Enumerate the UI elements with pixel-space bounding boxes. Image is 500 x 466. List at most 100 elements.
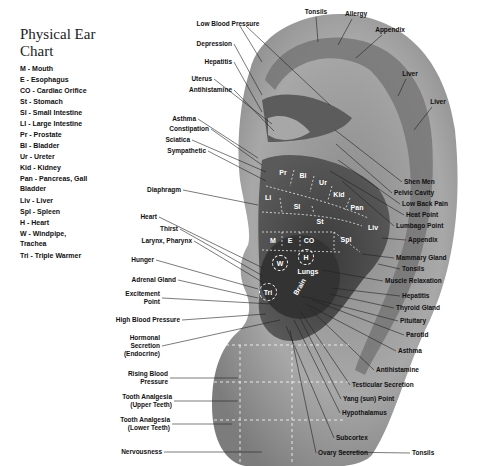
point-label: Asthma xyxy=(172,115,196,123)
point-label: Hypothalamus xyxy=(342,409,387,417)
ear-outline xyxy=(212,14,458,466)
leader-line xyxy=(330,171,404,215)
legend-key: Liv - Liver xyxy=(20,196,53,206)
point-label: Tooth Analgesia (Upper Teeth) xyxy=(110,393,172,409)
point-label: Depression xyxy=(197,40,232,48)
region-abbrev: Pan xyxy=(351,204,364,212)
point-label: Parotid xyxy=(406,331,428,339)
point-label: Ovary Secretion xyxy=(318,449,368,457)
point-label: Rising Blood Pressure xyxy=(118,370,168,386)
leader-line xyxy=(300,318,341,399)
point-label: Constipation xyxy=(169,125,209,133)
legend-key: H - Heart xyxy=(20,218,49,228)
leader-line xyxy=(336,144,392,193)
leader-line xyxy=(335,130,402,182)
point-label: Hepatitis xyxy=(205,58,232,66)
circle-label: W xyxy=(277,260,284,267)
leader-line xyxy=(302,296,398,321)
leader-lines xyxy=(156,17,432,453)
point-label: Asthma xyxy=(398,347,422,355)
leader-line xyxy=(174,401,238,402)
leader-line xyxy=(338,19,352,45)
ear-fossa xyxy=(262,94,352,142)
grid-line xyxy=(214,345,352,462)
leader-line xyxy=(182,314,266,320)
point-circle: Tri xyxy=(259,283,277,301)
lobe-grid xyxy=(214,345,352,462)
leader-line xyxy=(398,79,406,96)
point-label: Antihistamine xyxy=(376,366,419,374)
legend-key: LI - Large Intestine xyxy=(20,119,82,129)
leader-line xyxy=(356,35,382,58)
point-label: Heart xyxy=(140,213,157,221)
leader-line xyxy=(316,17,318,42)
leader-line xyxy=(414,107,432,130)
leader-line xyxy=(208,151,266,181)
region-abbrev: CO xyxy=(304,237,315,245)
point-label: Yang (sun) Point xyxy=(343,395,394,403)
point-label: Testicular Secretion xyxy=(352,381,414,389)
leader-line xyxy=(183,190,258,205)
point-label: Subcortex xyxy=(336,434,368,442)
legend-key: St - Stomach xyxy=(20,97,63,107)
region-border xyxy=(290,170,350,210)
region-border xyxy=(262,250,340,252)
point-label: Excitement Point xyxy=(112,290,160,306)
region-abbrev: Li xyxy=(265,194,271,202)
point-label: High Blood Pressure xyxy=(116,316,180,324)
point-label: Sympathetic xyxy=(167,147,206,155)
leader-line xyxy=(162,298,272,304)
legend-key: Kid - Kidney xyxy=(20,163,61,173)
legend-key: Tri - Triple Warmer xyxy=(20,251,81,261)
point-label: Diaphragm xyxy=(147,186,181,194)
leader-line xyxy=(378,264,400,269)
region-abbrev: Bl xyxy=(300,172,307,180)
point-label: Low Blood Pressure xyxy=(197,20,260,28)
leader-line xyxy=(214,79,272,124)
region-abbrev: Liv xyxy=(368,224,378,232)
point-label: Uterus xyxy=(191,75,212,83)
leader-line xyxy=(178,280,258,298)
leader-line xyxy=(322,270,383,281)
point-circle: W xyxy=(272,255,288,271)
region-abbrev: Kid xyxy=(333,191,344,199)
legend-key: Ur - Ureter xyxy=(20,152,55,162)
point-label: Appendix xyxy=(375,26,405,34)
region-border xyxy=(262,232,360,252)
leader-line xyxy=(290,330,316,453)
legend-key: SI - Small Intestine xyxy=(20,108,82,118)
point-label: Shen Men xyxy=(404,178,435,186)
point-label: Low Back Pain xyxy=(402,200,448,208)
legend-key: W - Windpipe, Trachea xyxy=(20,229,92,249)
region-abbrev: Spl xyxy=(341,236,352,244)
point-label: Antihistamine xyxy=(189,86,232,94)
point-label: Tonsils xyxy=(412,449,434,457)
leader-line xyxy=(338,160,400,204)
chart-title: Physical Ear Chart xyxy=(20,26,110,60)
circle-label: H xyxy=(303,254,308,261)
legend-key: Bl - Bladder xyxy=(20,141,59,151)
leader-line xyxy=(180,229,263,276)
legend-key: Pan - Pancreas, Gall Bladder xyxy=(20,174,92,194)
point-label: Tonsils xyxy=(305,8,327,16)
ear-highlight xyxy=(268,116,310,140)
region-border xyxy=(280,198,314,214)
point-label: Heat Point xyxy=(406,211,438,219)
point-label: Larynx, Pharynx xyxy=(141,237,192,245)
region-abbrev: M xyxy=(270,237,276,245)
point-label: Tooth Analgesia (Lower Teeth) xyxy=(108,416,170,432)
region-abbrev: St xyxy=(317,218,324,226)
leader-line xyxy=(332,288,400,296)
leader-line xyxy=(170,378,238,379)
legend-key: Spl - Spleen xyxy=(20,207,60,217)
leader-line xyxy=(312,300,404,335)
region-borders xyxy=(262,170,368,252)
point-label: Tonsils xyxy=(402,265,424,273)
region-abbrev: SI xyxy=(294,203,301,211)
leader-line xyxy=(164,452,262,453)
point-label: Liver xyxy=(402,70,418,78)
point-label: Muscle Relaxation xyxy=(385,277,442,285)
point-label: Thyroid Gland xyxy=(396,304,440,312)
region-abbrev: Ur xyxy=(319,179,327,187)
